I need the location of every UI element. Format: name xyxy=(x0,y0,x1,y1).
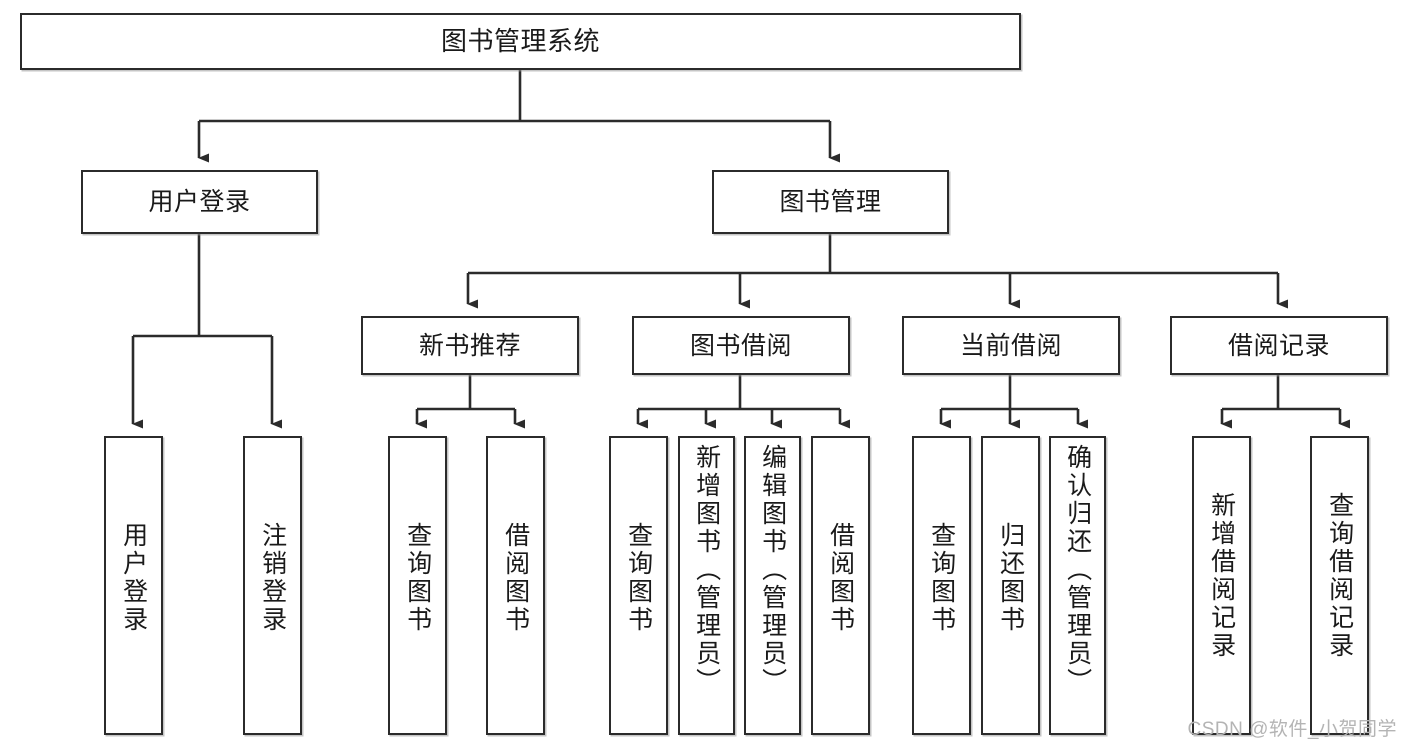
node-user-login[interactable]: 用户登录 xyxy=(81,170,318,234)
node-label: 用户登录 xyxy=(148,188,251,216)
leaf-add-book-admin[interactable]: 新增图书（管理员） xyxy=(678,436,735,735)
leaf-edit-book-admin[interactable]: 编辑图书（管理员） xyxy=(744,436,801,735)
node-label: 图书管理 xyxy=(779,188,882,216)
leaf-return-book[interactable]: 归还图书 xyxy=(981,436,1040,735)
node-label: 新增图书（管理员） xyxy=(692,444,721,696)
node-label: 新增借阅记录 xyxy=(1207,492,1236,660)
leaf-user-login[interactable]: 用户登录 xyxy=(104,436,163,735)
node-label: 查询图书 xyxy=(403,522,432,634)
node-current-borrow[interactable]: 当前借阅 xyxy=(902,316,1120,375)
leaf-borrow-book[interactable]: 借阅图书 xyxy=(811,436,870,735)
csdn-watermark: CSDN @软件_小贺同学 xyxy=(1187,719,1397,740)
leaf-query-book-current[interactable]: 查询图书 xyxy=(912,436,971,735)
leaf-confirm-return-admin[interactable]: 确认归还（管理员） xyxy=(1049,436,1106,735)
node-label: 查询图书 xyxy=(927,522,956,634)
node-label: 编辑图书（管理员） xyxy=(758,444,787,696)
node-label: 新书推荐 xyxy=(418,331,521,360)
node-label: 归还图书 xyxy=(996,522,1025,634)
node-label: 确认归还（管理员） xyxy=(1063,444,1092,696)
node-new-book-recommend[interactable]: 新书推荐 xyxy=(361,316,579,375)
node-book-management[interactable]: 图书管理 xyxy=(712,170,949,234)
leaf-query-book-recommend[interactable]: 查询图书 xyxy=(388,436,447,735)
node-label: 借阅记录 xyxy=(1227,331,1330,360)
node-label: 查询图书 xyxy=(624,522,653,634)
node-book-borrow[interactable]: 图书借阅 xyxy=(632,316,850,375)
node-label: 借阅图书 xyxy=(501,522,530,634)
leaf-logout[interactable]: 注销登录 xyxy=(243,436,302,735)
node-borrow-record[interactable]: 借阅记录 xyxy=(1170,316,1388,375)
node-label: 图书借阅 xyxy=(689,331,792,360)
node-label: 注销登录 xyxy=(258,522,287,634)
node-label: 当前借阅 xyxy=(959,331,1062,360)
node-label: 借阅图书 xyxy=(826,522,855,634)
node-root-system[interactable]: 图书管理系统 xyxy=(20,13,1021,70)
leaf-borrow-book-recommend[interactable]: 借阅图书 xyxy=(486,436,545,735)
node-label: 图书管理系统 xyxy=(440,25,600,56)
leaf-query-book-borrow[interactable]: 查询图书 xyxy=(609,436,668,735)
node-label: 用户登录 xyxy=(119,522,148,634)
leaf-add-borrow-record[interactable]: 新增借阅记录 xyxy=(1192,436,1251,735)
node-label: 查询借阅记录 xyxy=(1325,492,1354,660)
leaf-query-borrow-record[interactable]: 查询借阅记录 xyxy=(1310,436,1369,735)
